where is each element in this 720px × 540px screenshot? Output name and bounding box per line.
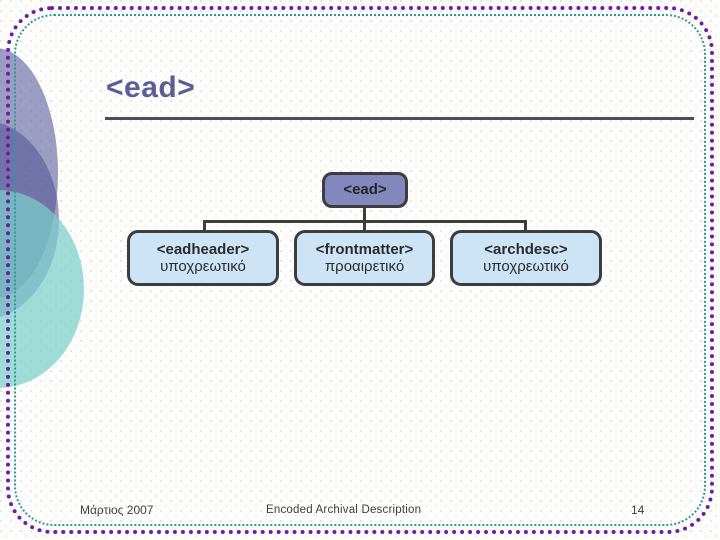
connector-drop-eadheader [203, 220, 206, 232]
footer-description: Encoded Archival Description [266, 504, 422, 516]
connector-drop-frontmatter [363, 220, 366, 232]
footer-date: Μάρτιος 2007 [80, 503, 154, 517]
footer-page-number: 14 [631, 503, 645, 517]
diagram-node-archdesc: <archdesc> υποχρεωτικό [450, 230, 602, 286]
node-sub-archdesc: υποχρεωτικό [483, 258, 569, 275]
diagram-node-eadheader: <eadheader> υποχρεωτικό [127, 230, 279, 286]
page-title: <ead> [106, 71, 196, 104]
node-sub-eadheader: υποχρεωτικό [160, 258, 246, 275]
node-tag-eadheader: <eadheader> [156, 240, 250, 258]
node-tag-frontmatter: <frontmatter> [315, 240, 414, 258]
diagram-node-ead: <ead> [322, 172, 408, 208]
connector-root-stem [363, 208, 366, 222]
node-sub-frontmatter: προαιρετικό [324, 258, 405, 275]
diagram-node-frontmatter: <frontmatter> προαιρετικό [294, 230, 435, 286]
node-tag-archdesc: <archdesc> [484, 240, 568, 258]
node-tag-ead: <ead> [343, 181, 387, 199]
title-divider [105, 117, 694, 120]
connector-drop-archdesc [524, 220, 527, 232]
